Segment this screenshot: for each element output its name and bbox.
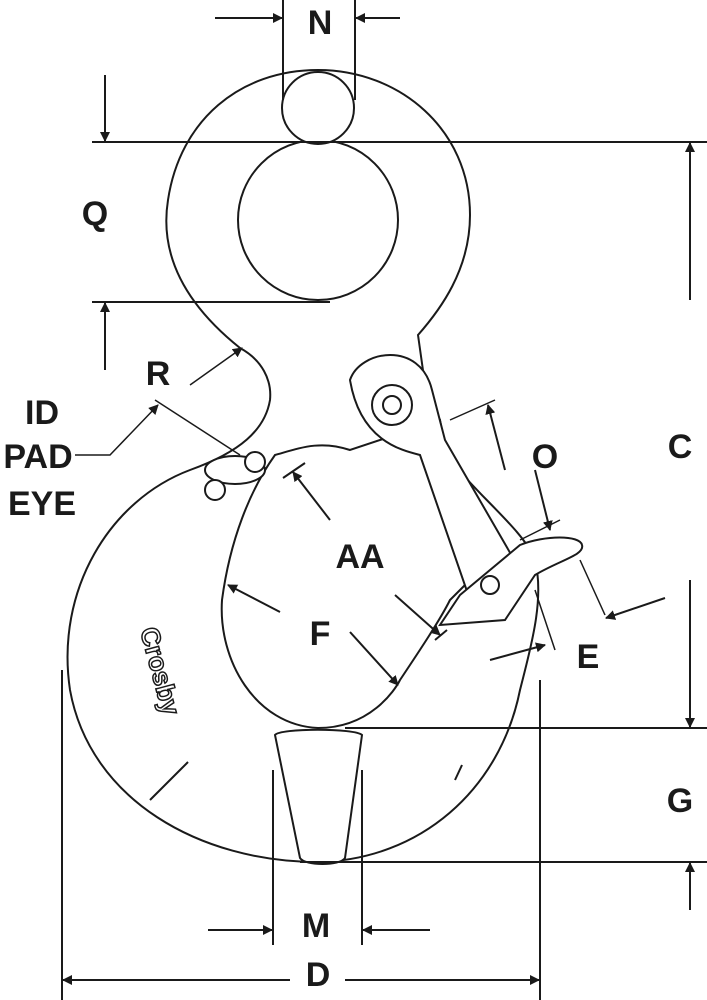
dimension-M: M [208,770,430,945]
dimension-O: O [449,399,561,541]
label-R: R [146,355,171,393]
label-N: N [308,4,333,42]
eye-hole [237,139,399,301]
dimension-G: G [300,782,707,910]
dimension-C: C [345,142,707,729]
dimension-R: R [146,347,243,456]
label-F: F [310,615,331,653]
label-G: G [667,782,693,820]
label-M: M [302,907,330,945]
dimension-F: F [227,584,399,686]
label-id: ID [25,394,59,432]
label-Q: Q [82,195,108,233]
dimension-AA: AA [282,462,448,641]
label-D: D [306,956,331,994]
label-E: E [577,638,600,676]
label-AA: AA [335,538,384,576]
pad-eye [204,451,266,501]
dimension-Q: Q [82,75,707,370]
dimension-E: E [489,559,666,676]
latch [348,354,584,627]
dimension-N: N [215,0,400,100]
dimension-id-pad-eye: ID PAD EYE [3,394,159,523]
hook-body: Crosby [66,68,584,865]
top-eye-circle [281,71,355,145]
label-O: O [532,438,558,476]
label-pad: PAD [3,438,72,476]
label-eye: EYE [8,485,76,523]
dimension-D: D [61,670,541,1000]
label-C: C [668,428,693,466]
